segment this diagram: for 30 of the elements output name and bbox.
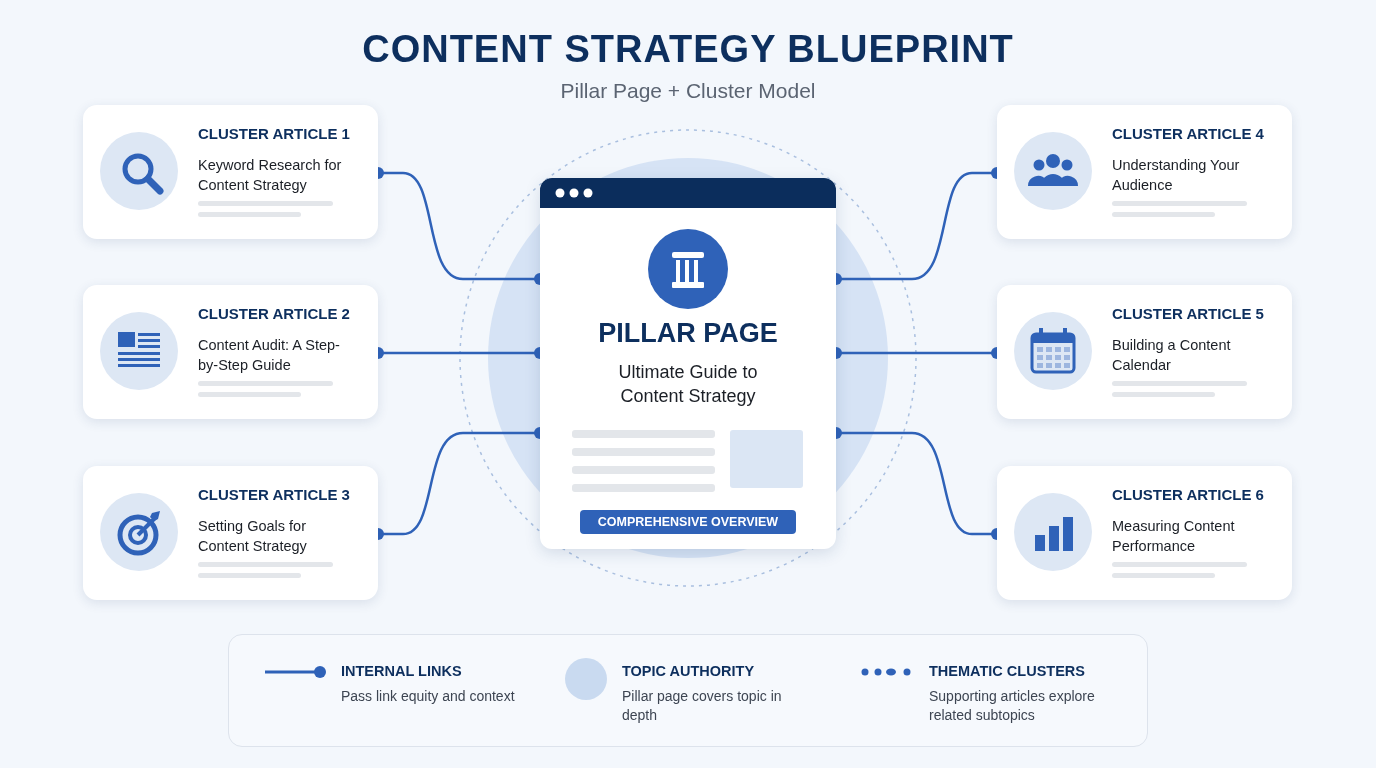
article-heading: CLUSTER ARTICLE 6 — [1112, 486, 1264, 503]
article-title: Keyword Research for Content Strategy — [198, 156, 343, 195]
legend-heading: TOPIC AUTHORITY — [622, 663, 755, 679]
pillar-page-window — [540, 178, 836, 549]
article-title: Building a Content Calendar — [1112, 336, 1232, 375]
article-heading: CLUSTER ARTICLE 5 — [1112, 305, 1264, 322]
legend-heading: THEMATIC CLUSTERS — [929, 663, 1085, 679]
article-heading: CLUSTER ARTICLE 2 — [198, 305, 350, 322]
article-card — [83, 105, 378, 239]
article-heading: CLUSTER ARTICLE 1 — [198, 125, 350, 142]
pillar-heading: PILLAR PAGE — [597, 318, 779, 349]
article-card — [83, 466, 378, 600]
legend-heading: INTERNAL LINKS — [341, 663, 462, 679]
diagram-subtitle: Pillar Page + Cluster Model — [559, 79, 817, 103]
article-heading: CLUSTER ARTICLE 4 — [1112, 125, 1264, 142]
legend-description: Supporting articles explore related subtopics — [929, 687, 1096, 725]
overview-badge: COMPREHENSIVE OVERVIEW — [580, 510, 796, 534]
diagram-title: CONTENT STRATEGY BLUEPRINT — [361, 28, 1015, 71]
article-card — [83, 285, 378, 419]
article-card — [997, 105, 1292, 239]
article-title: Content Audit: A Step-by-Step Guide — [198, 336, 341, 375]
article-card — [997, 466, 1292, 600]
pillar-subtitle: Ultimate Guide to Content Strategy — [617, 361, 759, 408]
legend-description: Pass link equity and context — [341, 687, 516, 706]
article-title: Setting Goals for Content Strategy — [198, 517, 308, 556]
article-heading: CLUSTER ARTICLE 3 — [198, 486, 350, 503]
legend-description: Pillar page covers topic in depth — [622, 687, 783, 725]
article-card — [997, 285, 1292, 419]
article-title: Measuring Content Performance — [1112, 517, 1236, 556]
article-title: Understanding Your Audience — [1112, 156, 1241, 195]
